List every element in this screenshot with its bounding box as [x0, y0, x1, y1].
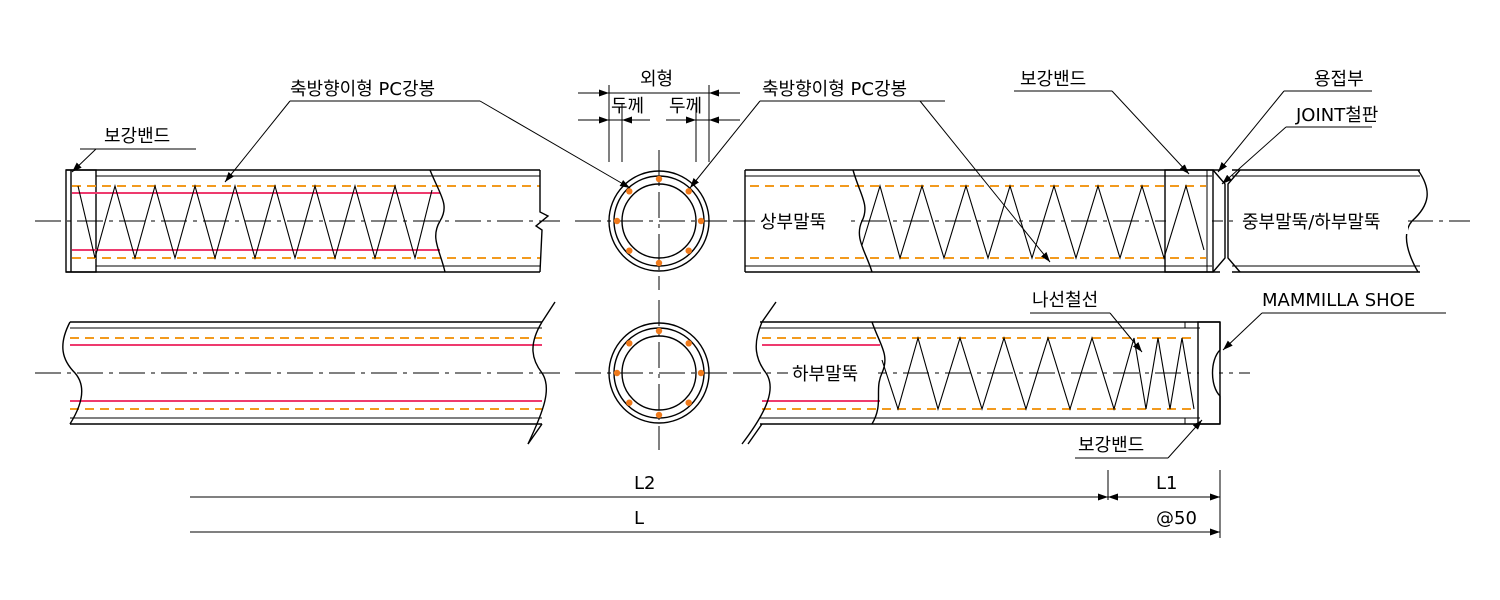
label-outer-dia: 외형	[640, 69, 673, 90]
top-right-pile-section	[735, 169, 1470, 273]
spiral-wire	[881, 335, 1195, 411]
label-upper-pile: 상부말뚝	[760, 212, 826, 233]
label-shoe: MAMMILLA SHOE	[1262, 290, 1415, 311]
top-left-pile-section	[35, 169, 560, 273]
label-thickness-left: 두께	[611, 96, 644, 117]
spiral-wire	[77, 183, 433, 261]
dim-l1: L1	[1156, 473, 1177, 494]
label-lower-pile: 하부말뚝	[792, 364, 858, 385]
bottom-cross-section	[575, 300, 745, 450]
label-pc-strand-right: 축방향이형 PC강봉	[762, 79, 907, 100]
dim-l: L	[634, 508, 644, 529]
labels: 축방향이형 PC강봉 보강밴드 외형 두께 두께 축방향이형 PC강봉 보강밴드…	[104, 69, 1415, 529]
top-cross-section	[575, 85, 745, 290]
label-thickness-right: 두께	[669, 96, 702, 117]
dim-pitch: @50	[1156, 508, 1197, 529]
label-band-bottom-right: 보강밴드	[1078, 435, 1144, 456]
label-joint-plate: JOINT철판	[1295, 105, 1378, 126]
label-weld: 용접부	[1314, 69, 1364, 90]
label-band-top-right: 보강밴드	[1020, 69, 1086, 90]
spiral-wire	[861, 184, 1205, 260]
label-spiral-wire: 나선철선	[1032, 290, 1098, 311]
label-pc-strand-left: 축방향이형 PC강봉	[290, 79, 435, 100]
dim-l2: L2	[634, 473, 655, 494]
label-middle-lower-pile: 중부말뚝/하부말뚝	[1242, 212, 1381, 233]
leader-lines	[71, 90, 1446, 459]
label-band-top-left: 보강밴드	[104, 126, 170, 147]
bottom-left-pile-section	[35, 301, 560, 445]
length-dimensions	[190, 470, 1221, 538]
